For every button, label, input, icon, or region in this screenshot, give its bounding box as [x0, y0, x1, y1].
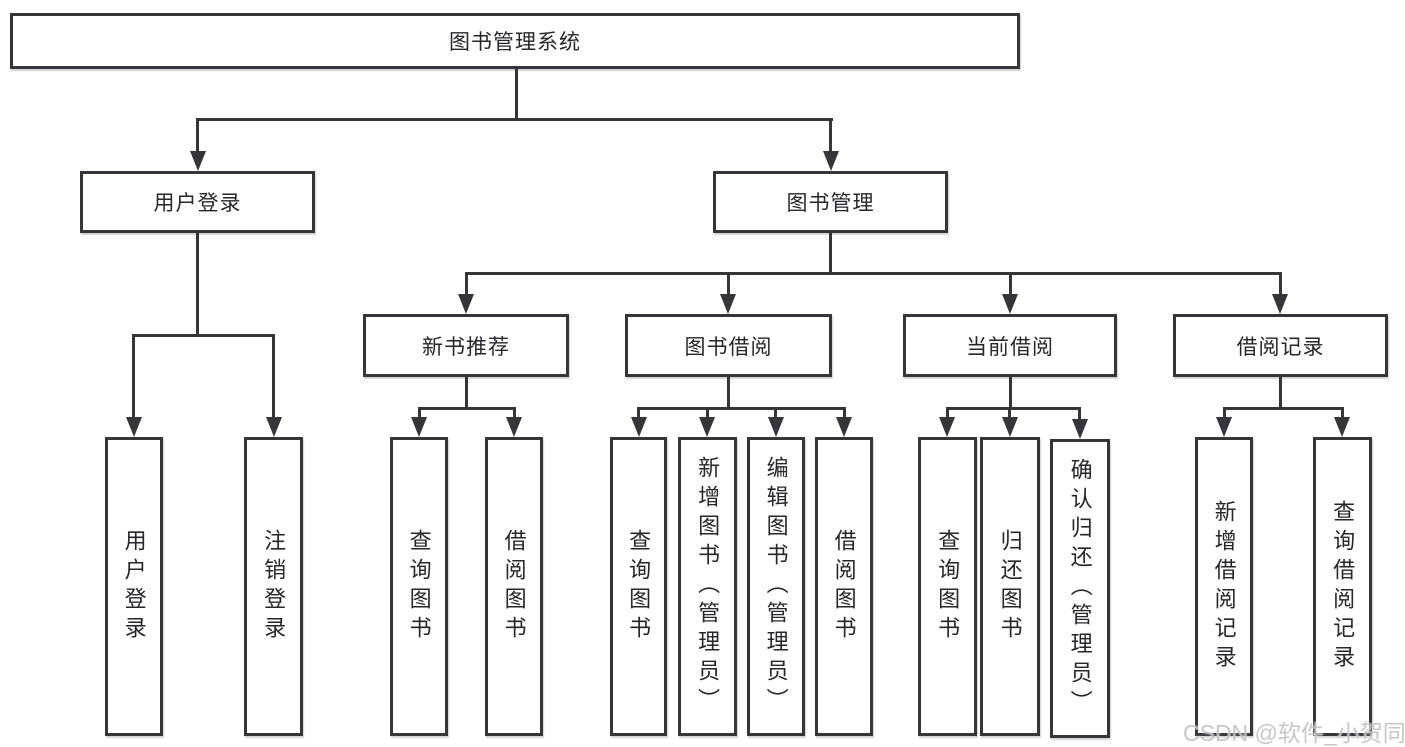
trunk-line [515, 67, 518, 120]
leaf-add-book-admin: 新增图书（管理员） [678, 437, 737, 736]
drop-line [637, 407, 640, 421]
leaf-label: 借阅图书 [831, 528, 857, 645]
node-label: 借阅记录 [1236, 335, 1325, 359]
leaf-return-book: 归还图书 [980, 437, 1040, 736]
leaf-query-books-recommend: 查询图书 [390, 437, 448, 736]
arrowhead-icon [458, 294, 474, 314]
arrowhead-icon [411, 417, 427, 437]
drop-line [1078, 407, 1081, 421]
node-current-borrowing: 当前借阅 [903, 314, 1117, 377]
arrowhead-icon [1334, 417, 1350, 437]
node-label: 用户登录 [153, 192, 242, 215]
trunk-line [727, 377, 730, 410]
leaf-query-books-borrow: 查询图书 [610, 437, 667, 736]
drop-line [1008, 407, 1011, 421]
leaf-label: 查询借阅记录 [1330, 499, 1356, 674]
leaf-query-books-current: 查询图书 [918, 437, 977, 736]
arrowhead-icon [836, 417, 852, 437]
node-library-system: 图书管理系统 [10, 13, 1020, 69]
rail-line [132, 334, 275, 337]
node-label: 图书管理系统 [449, 31, 581, 54]
watermark: CSDN @软件_小贺同学 [1183, 720, 1405, 746]
arrowhead-icon [823, 151, 839, 171]
node-book-borrowing: 图书借阅 [625, 314, 832, 377]
trunk-line [465, 377, 468, 410]
drop-line [1279, 272, 1282, 296]
arrowhead-icon [768, 417, 784, 437]
arrowhead-icon [266, 417, 282, 437]
drop-line [1223, 407, 1226, 421]
drop-line [513, 407, 516, 421]
rail-line [637, 407, 846, 410]
rail-line [465, 272, 1282, 275]
leaf-label: 查询图书 [935, 528, 961, 645]
node-user-login: 用户登录 [80, 171, 315, 233]
arrowhead-icon [1002, 294, 1018, 314]
trunk-line [1279, 377, 1282, 410]
drop-line [946, 407, 949, 421]
node-book-management: 图书管理 [713, 171, 948, 233]
leaf-label: 用户登录 [121, 528, 147, 645]
drop-line [465, 272, 468, 296]
leaf-label: 查询图书 [626, 528, 652, 645]
arrowhead-icon [126, 417, 142, 437]
arrowhead-icon [631, 417, 647, 437]
leaf-edit-book-admin: 编辑图书（管理员） [747, 437, 805, 736]
node-label: 图书管理 [786, 192, 875, 215]
drop-line [727, 272, 730, 296]
arrowhead-icon [939, 417, 955, 437]
arrowhead-icon [699, 417, 715, 437]
trunk-line [829, 233, 832, 275]
leaf-query-borrow-record: 查询借阅记录 [1313, 437, 1372, 736]
trunk-line [196, 233, 199, 337]
leaf-label: 新增图书（管理员） [695, 456, 721, 717]
node-label: 图书借阅 [684, 335, 773, 359]
leaf-add-borrow-record: 新增借阅记录 [1195, 437, 1253, 736]
arrowhead-icon [720, 294, 736, 314]
node-borrowing-records: 借阅记录 [1173, 314, 1388, 377]
drop-line [843, 407, 846, 421]
leaf-user-login: 用户登录 [105, 437, 163, 736]
arrowhead-icon [506, 417, 522, 437]
leaf-label: 编辑图书（管理员） [763, 456, 789, 717]
drop-line [418, 407, 421, 421]
arrowhead-icon [1216, 417, 1232, 437]
rail-line [946, 407, 1081, 410]
leaf-label: 查询图书 [406, 528, 432, 645]
drop-line [196, 118, 199, 153]
drop-line [774, 407, 777, 421]
leaf-borrow-books: 借阅图书 [815, 437, 873, 736]
drop-line [706, 407, 709, 421]
trunk-line [1009, 377, 1012, 410]
drop-line [1341, 407, 1344, 421]
drop-line [272, 334, 275, 419]
node-new-book-recommendation: 新书推荐 [363, 314, 569, 377]
leaf-label: 归还图书 [997, 528, 1023, 645]
leaf-label: 借阅图书 [501, 528, 527, 645]
leaf-logout: 注销登录 [244, 437, 303, 736]
node-label: 当前借阅 [966, 335, 1054, 359]
leaf-label: 确认归还（管理员） [1067, 458, 1093, 719]
drop-line [132, 334, 135, 419]
drop-line [1009, 272, 1012, 296]
rail-line [418, 407, 516, 410]
arrowhead-icon [190, 151, 206, 171]
node-label: 新书推荐 [422, 335, 510, 359]
arrowhead-icon [1072, 419, 1088, 439]
leaf-label: 新增借阅记录 [1211, 499, 1237, 674]
drop-line [829, 118, 832, 153]
leaf-borrow-books-recommend: 借阅图书 [485, 437, 543, 736]
leaf-label: 注销登录 [261, 528, 287, 645]
rail-line [196, 118, 833, 121]
rail-line [1223, 407, 1344, 410]
arrowhead-icon [1272, 294, 1288, 314]
arrowhead-icon [1002, 417, 1018, 437]
leaf-confirm-return-admin: 确认归还（管理员） [1050, 439, 1110, 738]
